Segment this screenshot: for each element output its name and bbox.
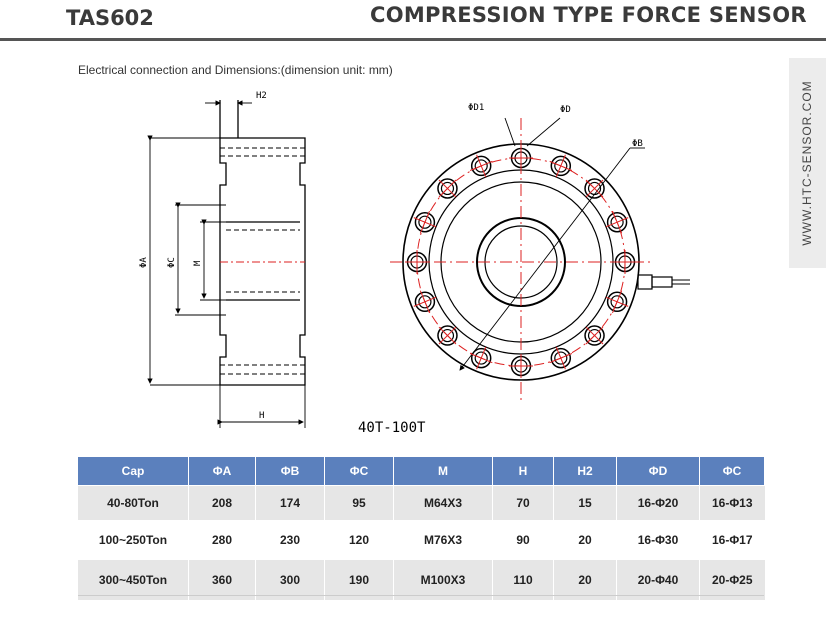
table-header-row: Cap ΦA ΦB ΦC M H H2 ΦD ΦC xyxy=(77,456,765,486)
cell: 16-Φ20 xyxy=(616,485,700,520)
table-row: 300~450Ton 360 300 190 M100X3 110 20 20-… xyxy=(77,560,765,600)
bolt-hole xyxy=(605,210,629,234)
side-view xyxy=(147,100,306,428)
header-divider xyxy=(0,38,826,41)
section-subtitle: Electrical connection and Dimensions:(di… xyxy=(78,63,393,77)
cell: 16-Φ13 xyxy=(699,485,765,520)
dim-label-phi-b: ΦB xyxy=(632,139,643,149)
bolt-hole xyxy=(549,154,573,178)
col-header-cap: Cap xyxy=(77,456,189,486)
cell: 70 xyxy=(492,485,554,520)
cell: M76X3 xyxy=(393,520,493,560)
website-label: WWW.HTC-SENSOR.COM xyxy=(800,80,814,246)
cell: 15 xyxy=(553,485,617,520)
bolt-hole xyxy=(413,210,437,234)
col-header-h: H xyxy=(492,456,554,486)
cell: 190 xyxy=(324,560,394,600)
bolt-hole xyxy=(437,325,458,346)
cell: 90 xyxy=(492,520,554,560)
cell: 110 xyxy=(492,560,554,600)
dimension-drawing: H2 ΦA ΦC M H ΦD1 ΦD ΦB 40T-100T xyxy=(139,91,690,436)
bolt-hole xyxy=(509,354,533,378)
dim-label-phi-d: ΦD xyxy=(560,105,571,115)
cell: 16-Φ30 xyxy=(616,520,700,560)
cell: 300 xyxy=(255,560,325,600)
col-header-phi-b: ΦB xyxy=(255,456,325,486)
cell: 40-80Ton xyxy=(77,485,189,520)
bolt-holes xyxy=(405,146,637,378)
bolt-hole xyxy=(605,290,629,314)
drawing-caption: 40T-100T xyxy=(358,420,426,436)
cell: 230 xyxy=(255,520,325,560)
top-view xyxy=(390,117,690,400)
side-tab xyxy=(789,58,826,268)
table-row: 100~250Ton 280 230 120 M76X3 90 20 16-Φ3… xyxy=(77,520,765,560)
cell: 20 xyxy=(553,520,617,560)
cell: M64X3 xyxy=(393,485,493,520)
spec-table: Cap ΦA ΦB ΦC M H H2 ΦD ΦC 40-80Ton 208 1… xyxy=(77,456,765,600)
cell: M100X3 xyxy=(393,560,493,600)
bolt-hole xyxy=(413,290,437,314)
cell: 174 xyxy=(255,485,325,520)
bolt-hole xyxy=(613,250,637,274)
cell: 20 xyxy=(553,560,617,600)
dim-label-phi-a: ΦA xyxy=(139,257,149,268)
dim-label-h2: H2 xyxy=(256,91,267,101)
bolt-hole xyxy=(584,325,605,346)
model-title: TAS602 xyxy=(66,6,154,30)
col-header-phi-c-2: ΦC xyxy=(699,456,765,486)
cell: 300~450Ton xyxy=(77,560,189,600)
bolt-hole xyxy=(584,178,605,199)
table-bottom-rule xyxy=(78,595,764,596)
cell: 208 xyxy=(188,485,256,520)
col-header-h2: H2 xyxy=(553,456,617,486)
bolt-hole xyxy=(509,146,533,170)
cell: 280 xyxy=(188,520,256,560)
col-header-phi-d: ΦD xyxy=(616,456,700,486)
bolt-hole xyxy=(469,346,493,370)
cell: 95 xyxy=(324,485,394,520)
dim-label-m: M xyxy=(193,260,203,266)
cell: 16-Φ17 xyxy=(699,520,765,560)
col-header-m: M xyxy=(393,456,493,486)
col-header-phi-a: ΦA xyxy=(188,456,256,486)
bolt-hole xyxy=(405,250,429,274)
bolt-hole xyxy=(437,178,458,199)
cell: 100~250Ton xyxy=(77,520,189,560)
bolt-hole xyxy=(549,346,573,370)
dim-label-phi-d1: ΦD1 xyxy=(468,103,484,113)
cell: 360 xyxy=(188,560,256,600)
page-title: COMPRESSION TYPE FORCE SENSOR xyxy=(370,3,807,27)
cell: 120 xyxy=(324,520,394,560)
dim-label-phi-c: ΦC xyxy=(167,257,177,268)
col-header-phi-c: ΦC xyxy=(324,456,394,486)
cell: 20-Φ40 xyxy=(616,560,700,600)
table-row: 40-80Ton 208 174 95 M64X3 70 15 16-Φ20 1… xyxy=(77,485,765,520)
dim-label-h: H xyxy=(259,411,264,421)
cell: 20-Φ25 xyxy=(699,560,765,600)
bolt-hole xyxy=(469,154,493,178)
